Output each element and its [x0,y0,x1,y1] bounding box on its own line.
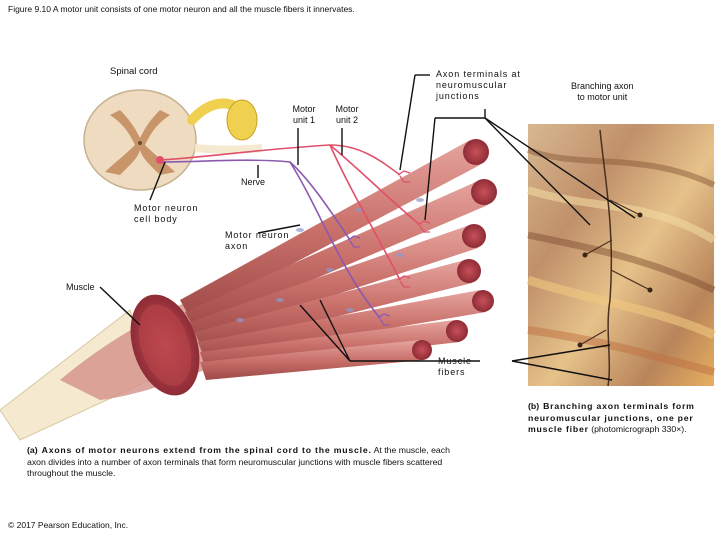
spinal-cord [83,89,197,191]
label-spinal-cord: Spinal cord [110,66,158,77]
caption-a-tag: (a) [27,445,38,455]
caption-a: (a)Axons of motor neurons extend from th… [27,445,457,480]
label-branching-axon: Branching axon to motor unit [571,81,634,102]
label-muscle: Muscle [66,282,95,292]
leader-lines [99,74,636,381]
label-motor-unit-2: Motor unit 2 [335,104,359,125]
label-nerve: Nerve [241,177,266,187]
caption-b: (b)Branching axon terminals form neuromu… [528,401,708,436]
label-motor-unit-1: Motor unit 1 [292,104,316,125]
muscle-fibers [180,139,497,380]
label-motor-neuron-axon: Motor neuron axon [225,230,290,251]
label-motor-neuron-cell-body: Motor neuron cell body [134,203,199,224]
caption-b-bold: Branching axon terminals form neuromuscu… [528,401,695,434]
copyright: © 2017 Pearson Education, Inc. [8,520,129,530]
caption-b-text: (photomicrograph 330×). [588,424,687,434]
label-muscle-fibers: Muscle fibers [438,356,472,377]
caption-a-text: At the muscle, each axon divides into a … [27,445,450,478]
caption-b-tag: (b) [528,401,540,411]
neuromuscular-junctions [347,170,431,326]
label-axon-terminals: Axon terminals at neuromuscular junction… [436,69,521,101]
spinal-nerve [187,98,263,154]
photomicrograph [526,124,717,387]
caption-a-bold: Axons of motor neurons extend from the s… [41,445,372,455]
figure-title: Figure 9.10 A motor unit consists of one… [8,4,355,14]
axon-paths [156,144,421,319]
